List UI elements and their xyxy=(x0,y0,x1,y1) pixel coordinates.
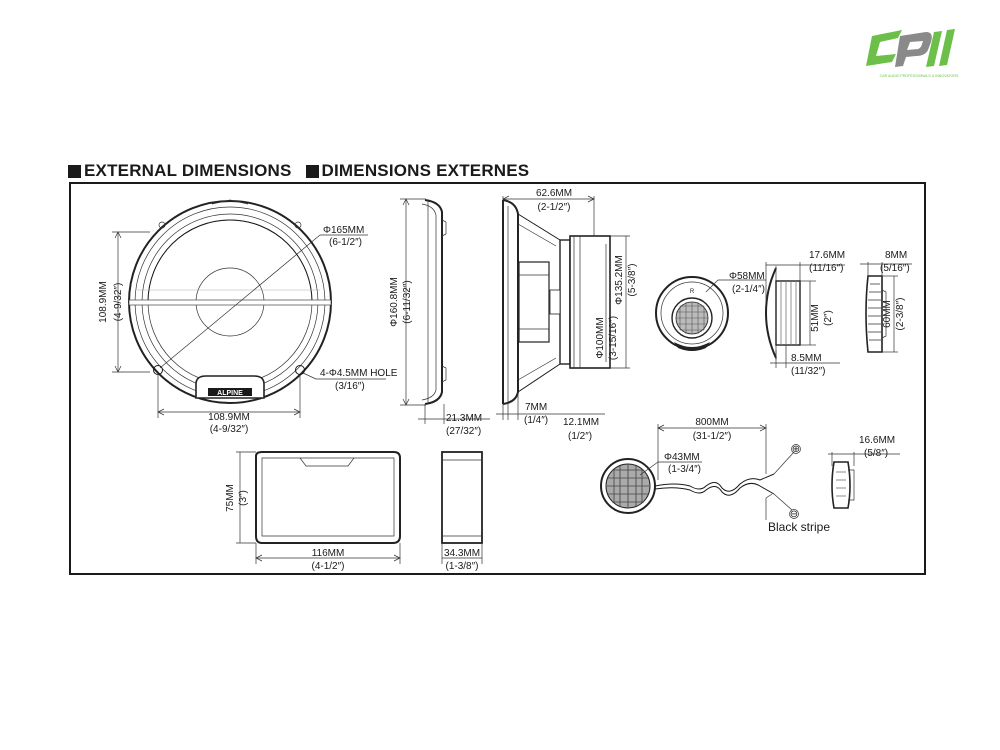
tweeter-flange-mm: 8.5MM xyxy=(791,353,822,364)
tweeter-flange-in: (11/32″) xyxy=(791,366,825,377)
minus-terminal-icon: ⊖ xyxy=(790,509,798,520)
lead-length-in: (31-1/2″) xyxy=(693,431,732,442)
rim-mm: 12.1MM xyxy=(563,417,599,428)
tweeter-depth-mm: 17.6MM xyxy=(809,250,845,261)
woofer-height-in: (4-9/32″) xyxy=(113,283,124,322)
woofer-width-mm: 108.9MM xyxy=(208,412,250,423)
crossover-height-mm: 75MM xyxy=(225,484,236,512)
cup-height-mm: 60MM xyxy=(882,300,893,328)
drawing-frame xyxy=(69,182,926,575)
crossover-depth-mm: 34.3MM xyxy=(444,548,480,559)
woofer-hole-mm: 4-Φ4.5MM HOLE xyxy=(320,368,398,379)
crossover-width-in: (4-1/2″) xyxy=(312,561,345,572)
tweeter-front-view: R Φ58MM (2-1/4″) xyxy=(655,271,766,351)
profile-depth-mm: 62.6MM xyxy=(536,188,572,199)
crossover-height-in: (3″) xyxy=(238,490,249,506)
tweeter-51-in: (2″) xyxy=(823,310,834,326)
crossover-side-view: 34.3MM (1-3/8″) xyxy=(441,451,483,572)
small-depth-mm: 16.6MM xyxy=(859,435,895,446)
tweeter-side-view: 17.6MM (11/16″) 51MM (2″) 8.5MM (11/32″) xyxy=(764,250,845,377)
woofer-profile-view: 62.6MM (2-1/2″) Φ135.2MM (5-3/8″) Φ100MM… xyxy=(496,188,638,442)
small-depth-in: (5/8″) xyxy=(864,448,888,459)
title-english: EXTERNAL DIMENSIONS xyxy=(84,161,292,180)
section-title: EXTERNAL DIMENSIONS DIMENSIONS EXTERNES xyxy=(68,160,529,182)
woofer-side-view: Φ160.8MM (6-11/32″) 21.3MM (27/32″) xyxy=(389,198,490,437)
woofer-dia-in: (6-1/2″) xyxy=(329,237,362,248)
side-depth-mm: 21.3MM xyxy=(446,413,482,424)
svg-text:R: R xyxy=(690,289,695,295)
tweeter-dia-mm: Φ58MM xyxy=(729,271,765,282)
black-stripe-label: Black stripe xyxy=(768,520,830,534)
basket-dia-mm: Φ100MM xyxy=(595,317,606,358)
woofer-dia-mm: Φ165MM xyxy=(323,225,364,236)
title-french: DIMENSIONS EXTERNES xyxy=(321,161,530,180)
plus-terminal-icon: ⊕ xyxy=(792,444,800,455)
flange-in: (1/4″) xyxy=(524,415,548,426)
magnet-dia-mm: Φ135.2MM xyxy=(614,255,625,305)
cpii-logo: CAR AUDIO PROFESSIONALS & INNOVATORS xyxy=(858,20,980,86)
crossover-front-view: 75MM (3″) 116MM (4-1/2″) xyxy=(225,451,401,572)
cup-depth-in: (5/16″) xyxy=(880,263,910,274)
tweeter-lead-view: ⊕ ⊖ 800MM (31-1/2″) Φ43MM (1-3/4″) Black… xyxy=(600,417,830,534)
profile-depth-in: (2-1/2″) xyxy=(538,202,571,213)
title-bullet-icon xyxy=(305,164,319,178)
cup-height-in: (2-3/8″) xyxy=(895,298,906,331)
woofer-width-in: (4-9/32″) xyxy=(210,424,249,435)
rim-in: (1/2″) xyxy=(568,431,592,442)
tweeter-depth-in: (11/16″) xyxy=(809,263,843,274)
woofer-height-mm: 108.9MM xyxy=(98,281,109,323)
flange-mm: 7MM xyxy=(525,402,547,413)
woofer-front-view: ALPINE 108.9MM (4-9/32″) 108.9MM (4-9/32… xyxy=(98,199,398,435)
tweeter-51-mm: 51MM xyxy=(810,304,821,332)
side-dia-mm: Φ160.8MM xyxy=(389,277,400,327)
lead-length-mm: 800MM xyxy=(695,417,728,428)
tweeter-cup-view: 8MM (5/16″) 60MM (2-3/8″) xyxy=(860,250,912,353)
tweeter-small-side-view: 16.6MM (5/8″) xyxy=(828,435,900,509)
woofer-hole-in: (3/16″) xyxy=(335,381,365,392)
lead-tweeter-dia-mm: Φ43MM xyxy=(664,452,700,463)
side-dia-in: (6-11/32″) xyxy=(402,280,413,323)
cup-depth-mm: 8MM xyxy=(885,250,907,261)
basket-dia-in: (3-15/16″) xyxy=(608,316,619,360)
tweeter-dia-in: (2-1/4″) xyxy=(732,284,765,295)
alpine-badge-text: ALPINE xyxy=(217,390,243,397)
title-bullet-icon xyxy=(68,164,81,178)
side-depth-in: (27/32″) xyxy=(446,426,481,437)
logo-tagline: CAR AUDIO PROFESSIONALS & INNOVATORS xyxy=(880,74,959,78)
crossover-width-mm: 116MM xyxy=(312,548,345,559)
magnet-dia-in: (5-3/8″) xyxy=(627,264,638,297)
crossover-depth-in: (1-3/8″) xyxy=(446,561,479,572)
lead-tweeter-dia-in: (1-3/4″) xyxy=(668,464,701,475)
